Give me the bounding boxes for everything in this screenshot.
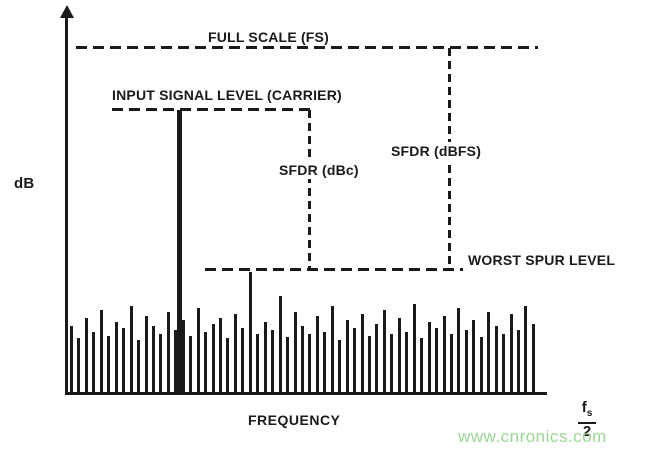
sfdr-dbc-label: SFDR (dBc) xyxy=(276,161,362,179)
noise-bar xyxy=(114,322,118,392)
noise-bar xyxy=(457,308,461,392)
noise-bar xyxy=(107,336,111,392)
noise-bar xyxy=(189,336,193,392)
noise-bar xyxy=(129,306,133,392)
noise-bar xyxy=(77,338,81,392)
watermark-text: www.cnronics.com xyxy=(458,427,607,446)
noise-bar xyxy=(502,334,506,392)
worst-spur-label: WORST SPUR LEVEL xyxy=(468,252,616,268)
sfdr-dbc-line xyxy=(308,110,311,269)
noise-bar xyxy=(353,328,357,392)
noise-bar xyxy=(99,310,103,392)
noise-bar xyxy=(427,322,431,392)
noise-bar xyxy=(412,304,416,392)
x-axis-end-label: fs 2 xyxy=(574,399,600,440)
noise-bar xyxy=(382,310,386,392)
noise-bar xyxy=(211,324,215,392)
noise-bar xyxy=(323,332,327,392)
noise-bar xyxy=(159,334,163,392)
noise-bar xyxy=(338,340,342,392)
x-axis-label: FREQUENCY xyxy=(248,412,341,428)
noise-bar xyxy=(531,324,535,392)
noise-bar xyxy=(435,328,439,392)
noise-bar xyxy=(233,314,237,392)
noise-bar xyxy=(196,308,200,392)
noise-bar xyxy=(442,316,446,392)
noise-bar xyxy=(248,272,252,392)
worst-spur-line xyxy=(205,268,463,271)
noise-bar xyxy=(472,320,476,392)
sfdr-dbfs-label: SFDR (dBFS) xyxy=(388,142,485,160)
y-axis xyxy=(65,16,68,393)
carrier-spike xyxy=(177,110,182,392)
noise-bar xyxy=(345,320,349,392)
noise-bar xyxy=(144,316,148,392)
noise-bar xyxy=(524,306,528,392)
fraction-numerator: fs xyxy=(577,400,597,424)
fraction-denominator: 2 xyxy=(582,423,592,440)
noise-bar xyxy=(464,330,468,392)
noise-bar xyxy=(300,326,304,392)
noise-bar xyxy=(420,338,424,392)
y-axis-arrow-icon xyxy=(60,5,74,18)
noise-bar xyxy=(204,332,208,392)
noise-bar xyxy=(219,318,222,392)
noise-bar xyxy=(330,306,334,392)
full-scale-label: FULL SCALE (FS) xyxy=(208,29,329,45)
noise-bar xyxy=(509,314,513,392)
noise-bar xyxy=(308,334,312,392)
input-signal-line xyxy=(112,108,312,111)
noise-bar xyxy=(390,334,394,392)
noise-bar xyxy=(397,318,401,392)
full-scale-line xyxy=(76,46,538,49)
noise-bar xyxy=(494,326,498,392)
noise-bar xyxy=(263,322,267,392)
noise-bar xyxy=(517,330,520,392)
noise-bar xyxy=(271,330,275,392)
noise-bar xyxy=(84,318,88,392)
noise-bar xyxy=(293,312,297,392)
x-axis xyxy=(65,392,547,395)
noise-bar xyxy=(92,332,96,392)
noise-bar xyxy=(137,340,141,392)
noise-bar xyxy=(487,312,491,392)
noise-bar xyxy=(70,326,73,392)
noise-bar xyxy=(360,314,364,392)
noise-bar xyxy=(181,320,185,392)
noise-bar xyxy=(256,334,260,392)
noise-bar xyxy=(368,336,371,392)
noise-bar xyxy=(241,328,245,392)
noise-bar xyxy=(226,338,230,392)
noise-bar xyxy=(315,316,319,392)
noise-bar xyxy=(405,332,409,392)
noise-bar xyxy=(151,326,155,392)
noise-bar xyxy=(479,337,483,392)
noise-bar xyxy=(449,334,453,392)
noise-bar xyxy=(174,330,178,392)
noise-bar xyxy=(286,337,290,392)
noise-bar xyxy=(166,312,170,392)
noise-bar xyxy=(278,296,282,392)
noise-bar xyxy=(375,324,379,392)
y-axis-label: dB xyxy=(14,175,35,192)
input-signal-label: INPUT SIGNAL LEVEL (CARRIER) xyxy=(112,87,342,103)
noise-bar xyxy=(122,328,126,392)
